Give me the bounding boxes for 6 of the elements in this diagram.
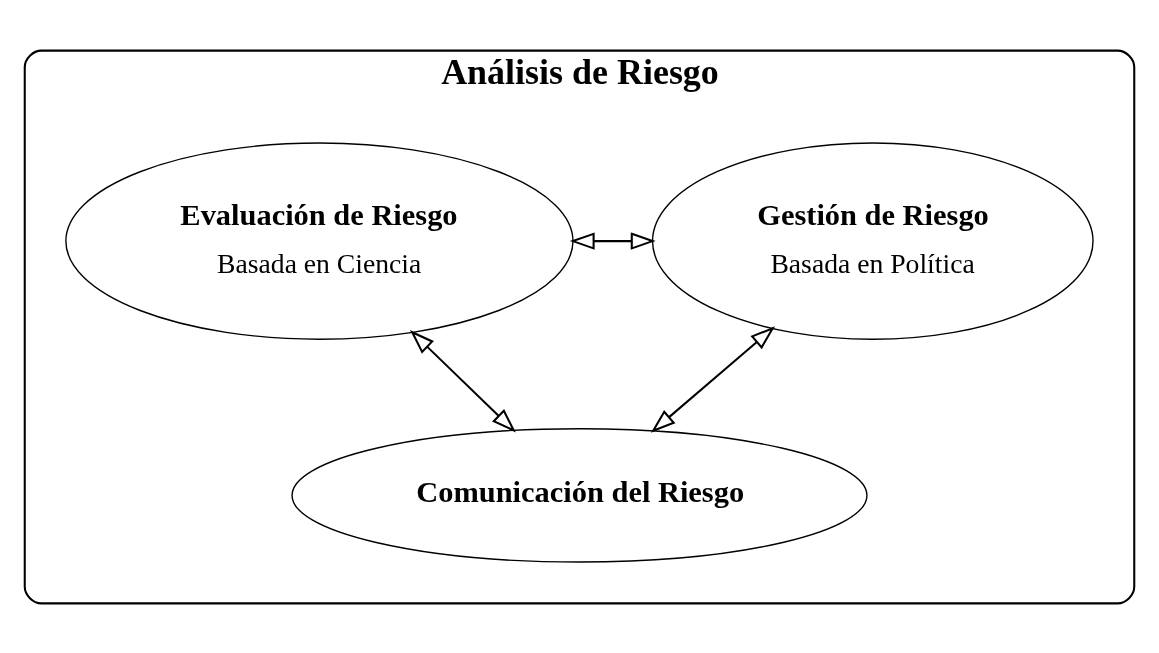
node-ellipse: Comunicación del Riesgo bbox=[291, 427, 868, 563]
arrow bbox=[409, 329, 516, 433]
node-ellipse: Gestión de Riesgo Basada en Política bbox=[651, 141, 1094, 340]
node-ellipse: Evaluación de Riesgo Basada en Ciencia bbox=[65, 141, 574, 340]
arrow bbox=[569, 231, 656, 250]
arrow bbox=[650, 325, 776, 433]
